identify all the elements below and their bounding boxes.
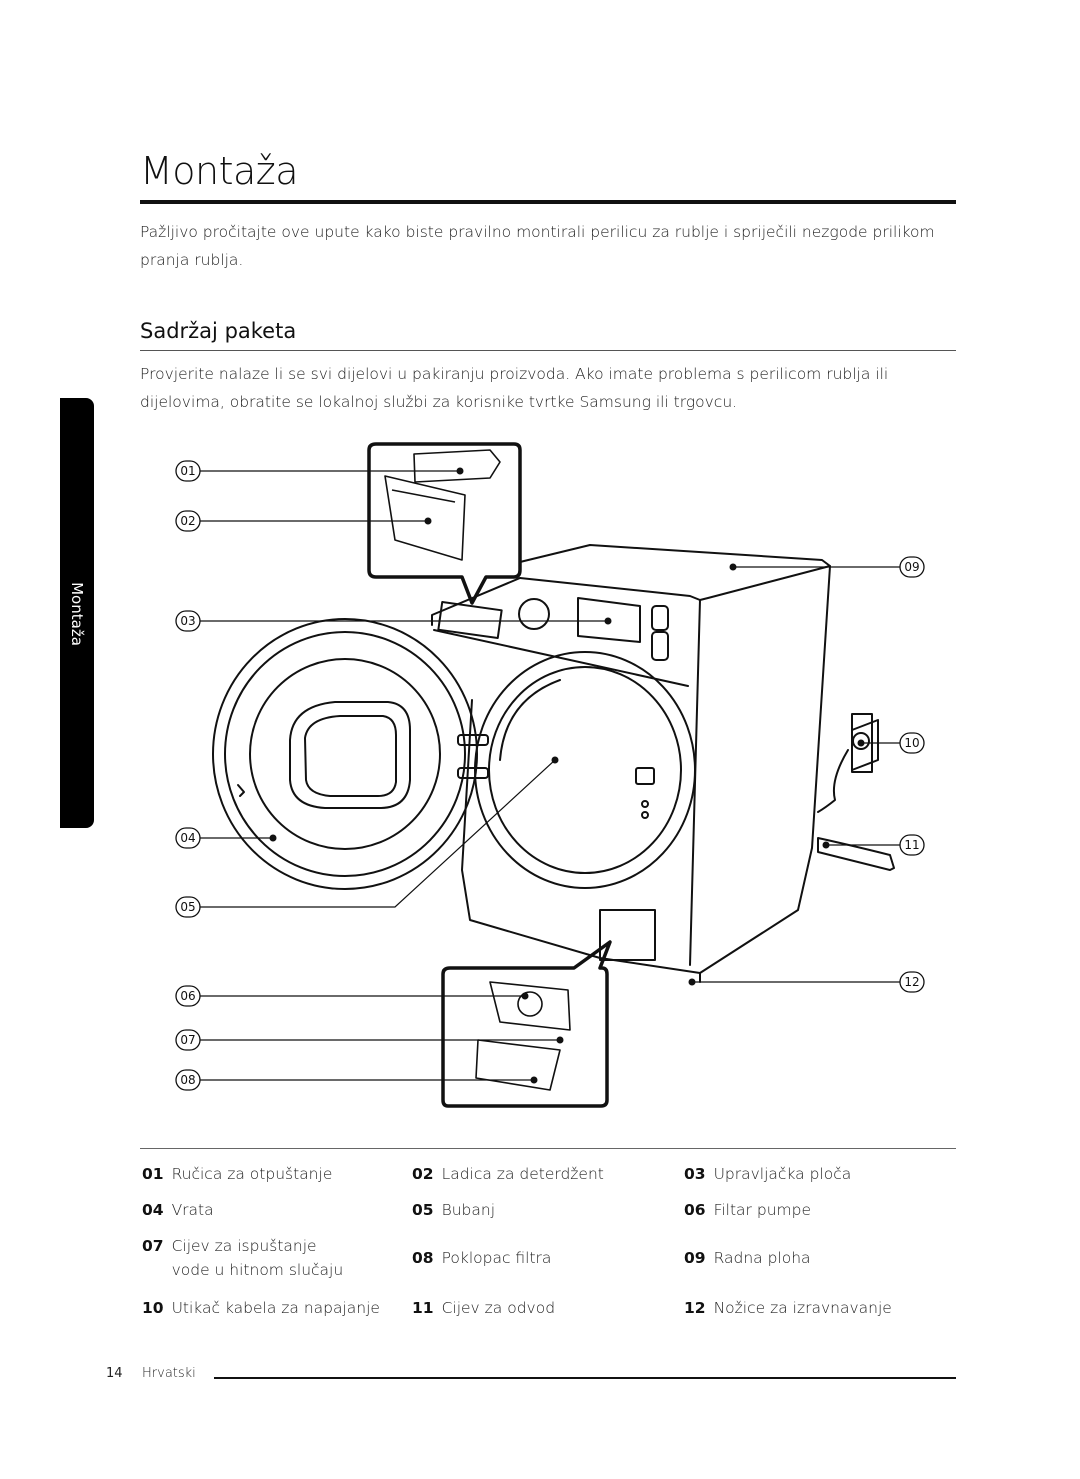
section-title: Sadržaj paketa — [140, 319, 297, 343]
section-paragraph: Provjerite nalaze li se svi dijelovi u p… — [140, 365, 889, 411]
footer-language: Hrvatski — [142, 1366, 196, 1381]
callout-05: 05 — [180, 900, 195, 914]
callout-08: 08 — [180, 1073, 195, 1087]
callout-06: 06 — [180, 989, 195, 1003]
callout-04: 04 — [180, 831, 195, 845]
callout-02: 02 — [180, 514, 195, 528]
title-rule — [140, 200, 956, 204]
legend-rule — [140, 1148, 956, 1149]
footer-rule — [214, 1377, 956, 1379]
side-tab — [60, 398, 94, 828]
page-number: 14 — [106, 1366, 123, 1381]
section-rule — [140, 350, 956, 351]
callout-09: 09 — [904, 560, 919, 574]
callout-10: 10 — [904, 736, 919, 750]
callout-03: 03 — [180, 614, 195, 628]
callout-01: 01 — [180, 464, 195, 478]
callout-12: 12 — [904, 975, 919, 989]
page-title: Montaža — [140, 149, 299, 193]
intro-paragraph: Pažljivo pročitajte ove upute kako biste… — [140, 223, 935, 269]
callout-07: 07 — [180, 1033, 195, 1047]
callout-11: 11 — [904, 838, 919, 852]
